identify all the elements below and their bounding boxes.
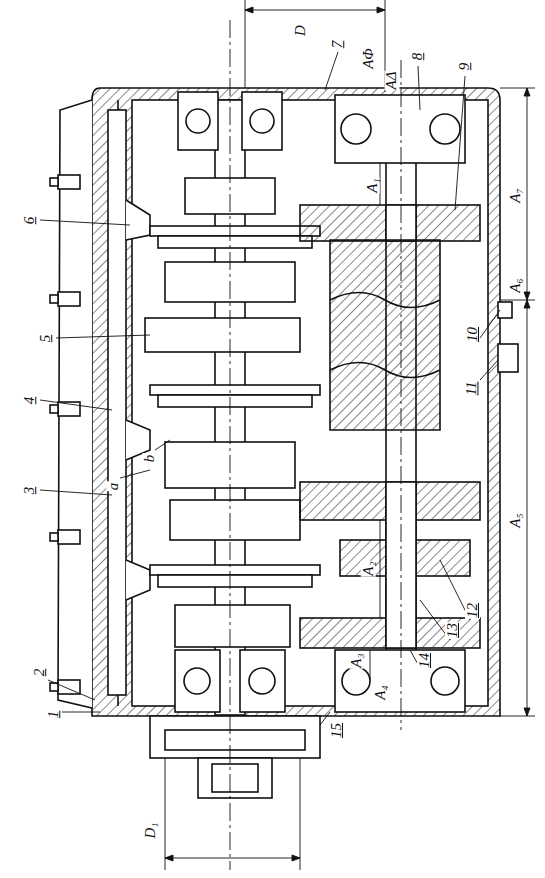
callout-number: 14 (417, 652, 432, 669)
callout-number: 4 (23, 395, 38, 405)
dimension-label: A₄ (372, 684, 387, 700)
callout-number: 1 (47, 709, 62, 719)
callout-number: 6 (23, 215, 38, 225)
callout-number: 5 (39, 333, 54, 343)
callout-number: 2 (33, 667, 48, 677)
dimension-label: D (293, 24, 308, 37)
dimension-label: b (143, 453, 158, 463)
dimension-label: A₇ (507, 187, 522, 203)
callout-number: 11 (464, 380, 479, 396)
dimension-label: D₁ (143, 821, 158, 839)
dimension-label: AΦ (361, 47, 376, 70)
callout-number: 12 (465, 602, 480, 619)
dimension-label: A₁ (364, 177, 379, 193)
callout-number: 13 (445, 622, 460, 639)
dimension-label: A₃ (348, 652, 363, 668)
callout-number: 8 (411, 51, 426, 61)
callout-number: 7 (331, 39, 346, 49)
dimension-label: a (107, 481, 122, 491)
callout-number: 9 (458, 61, 473, 71)
dimension-label: A₅ (507, 512, 522, 528)
callout-number: 15 (329, 722, 344, 739)
dimension-label: A₂ (360, 560, 375, 576)
dimension-label: AΔ (385, 70, 400, 90)
dimension-label: A₆ (507, 277, 522, 293)
callout-number: 3 (23, 485, 38, 495)
callout-number: 10 (465, 326, 480, 343)
